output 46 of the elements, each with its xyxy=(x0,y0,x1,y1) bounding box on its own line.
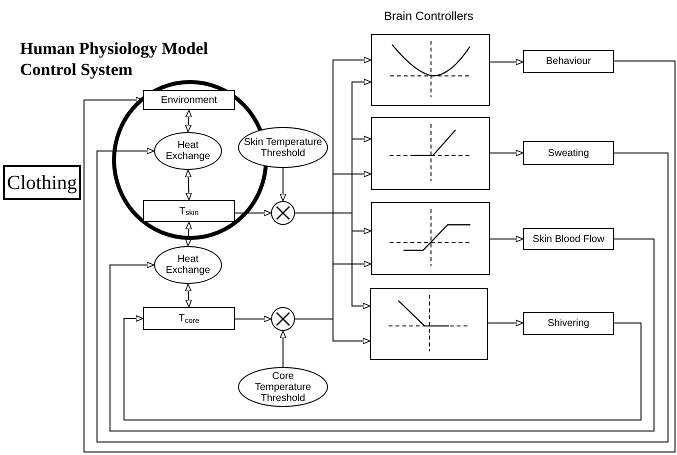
node-label: Core Temperature Threshold xyxy=(254,370,312,404)
node-label: Heat Exchange xyxy=(164,254,212,276)
arrow xyxy=(488,320,524,326)
arrow xyxy=(110,238,654,432)
controller-box xyxy=(371,34,490,106)
arrow xyxy=(234,316,272,322)
arrow xyxy=(294,318,370,344)
arrow xyxy=(280,330,286,368)
arrow xyxy=(84,60,676,452)
node-label: Environment xyxy=(160,94,218,106)
double-arrow xyxy=(185,170,192,200)
controller-box xyxy=(371,202,490,275)
node-label: Heat Exchange xyxy=(164,140,212,162)
node-label: T$_{skin}$ xyxy=(179,206,199,216)
node-label: Skin Blood Flow xyxy=(532,234,604,244)
diagram-title: Human Physiology Model Control System xyxy=(20,38,209,80)
arrow xyxy=(280,168,286,202)
controller-box xyxy=(371,117,490,190)
arrow xyxy=(96,148,668,442)
double-arrow xyxy=(185,110,192,132)
process-box xyxy=(523,141,614,165)
process-box xyxy=(523,228,614,250)
process-box xyxy=(143,307,235,330)
arrow xyxy=(490,58,524,66)
process-box xyxy=(523,50,614,73)
double-arrow xyxy=(185,222,192,246)
summing-junction xyxy=(271,201,295,225)
node-label: Clothing xyxy=(6,172,77,194)
arrow xyxy=(490,236,524,242)
node-label: Behaviour xyxy=(546,56,592,67)
double-arrow xyxy=(185,284,192,308)
node-label: Shivering xyxy=(548,318,590,329)
node-label: T$_{core}$ xyxy=(178,313,200,324)
clothing-box xyxy=(3,165,81,200)
arrow xyxy=(294,212,370,310)
process-box xyxy=(143,90,235,110)
arrow xyxy=(234,210,272,216)
process-box xyxy=(523,312,614,335)
controller-box xyxy=(370,288,488,360)
section-heading: Brain Controllers xyxy=(384,8,474,25)
process-box xyxy=(143,200,235,222)
node-label: Sweating xyxy=(548,148,590,158)
node-label: Skin Temperature Threshold xyxy=(243,136,323,158)
arrow xyxy=(124,315,642,420)
summing-junction xyxy=(271,307,295,331)
arrow xyxy=(490,150,524,156)
